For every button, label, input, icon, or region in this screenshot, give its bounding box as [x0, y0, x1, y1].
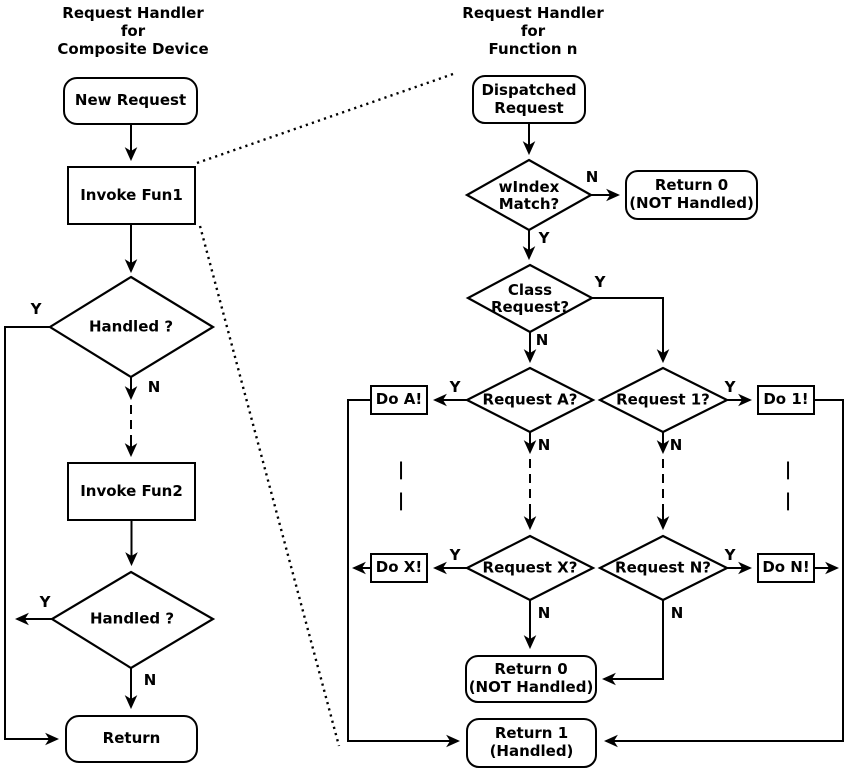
edge-doa-return1	[347, 399, 461, 748]
do-a-node: Do A!	[370, 385, 428, 415]
request-x-no-label: N	[537, 604, 551, 622]
new-request-label: New Request	[74, 91, 187, 110]
invoke-fun2-label: Invoke Fun2	[80, 481, 183, 500]
request-x-label: Request X?	[482, 558, 578, 577]
left-chart-connectors	[4, 125, 216, 746]
class-request-label: Class Request?	[490, 281, 570, 316]
do-n-node: Do N!	[757, 553, 815, 583]
do-n-label: Do N!	[762, 558, 810, 577]
do-x-label: Do X!	[375, 558, 423, 577]
dispatched-request-node: Dispatched Request	[472, 75, 586, 124]
do-1-label: Do 1!	[763, 390, 809, 409]
windex-yes-label: Y	[538, 229, 550, 247]
invoke-fun1-node: Invoke Fun1	[67, 166, 196, 225]
return-0-bottom-node: Return 0 (NOT Handled)	[465, 655, 597, 703]
request-a-no-label: N	[537, 436, 551, 454]
return-0-top-node: Return 0 (NOT Handled)	[625, 170, 758, 220]
request-a-yes-label: Y	[449, 378, 461, 396]
request-n-yes-label: Y	[724, 546, 736, 564]
return-0-top-label: Return 0 (NOT Handled)	[629, 176, 754, 212]
handled-1-yes-label: Y	[30, 300, 42, 318]
expansion-line-bottom	[198, 225, 341, 747]
expansion-dotted-lines	[196, 71, 457, 747]
edge-requestn-no-return0	[601, 600, 664, 686]
return-node: Return	[65, 715, 198, 763]
request-1-no-label: N	[669, 436, 683, 454]
left-chart-title: Request Handler for Composite Device	[57, 4, 209, 58]
right-chart-connectors	[347, 123, 844, 748]
class-no-label: N	[535, 331, 549, 349]
dispatched-request-label: Dispatched Request	[481, 80, 577, 117]
request-x-yes-label: Y	[449, 546, 461, 564]
expansion-line-top	[196, 71, 457, 165]
handled-2-no-label: N	[143, 671, 157, 689]
continuation-marks-right: | |	[784, 459, 792, 511]
handled-1-label: Handled ?	[88, 317, 174, 336]
return-label: Return	[102, 729, 161, 748]
do-1-node: Do 1!	[757, 385, 815, 415]
handled-2-label: Handled ?	[89, 609, 175, 628]
return-0-bottom-label: Return 0 (NOT Handled)	[468, 660, 594, 696]
invoke-fun2-node: Invoke Fun2	[67, 462, 196, 521]
new-request-node: New Request	[63, 77, 198, 125]
right-chart-title: Request Handler for Function n	[462, 4, 604, 58]
windex-no-label: N	[585, 168, 599, 186]
request-a-label: Request A?	[482, 390, 578, 409]
edge-do1-return1	[603, 399, 844, 748]
do-x-node: Do X!	[370, 553, 428, 583]
handled-2-yes-label: Y	[39, 593, 51, 611]
class-yes-label: Y	[594, 273, 606, 291]
continuation-marks-left: | |	[397, 459, 405, 511]
request-n-no-label: N	[670, 604, 684, 622]
edge-handled1-yes-return	[4, 326, 60, 746]
return-1-node: Return 1 (Handled)	[466, 718, 597, 768]
request-1-yes-label: Y	[724, 378, 736, 396]
return-1-label: Return 1 (Handled)	[489, 724, 574, 760]
request-n-label: Request N?	[615, 558, 711, 577]
invoke-fun1-label: Invoke Fun1	[80, 185, 183, 204]
edge-class-yes-request1	[592, 297, 670, 364]
windex-match-label: wIndex Match?	[498, 178, 560, 213]
do-a-label: Do A!	[375, 390, 423, 409]
handled-1-no-label: N	[147, 378, 161, 396]
request-1-label: Request 1?	[616, 390, 710, 409]
